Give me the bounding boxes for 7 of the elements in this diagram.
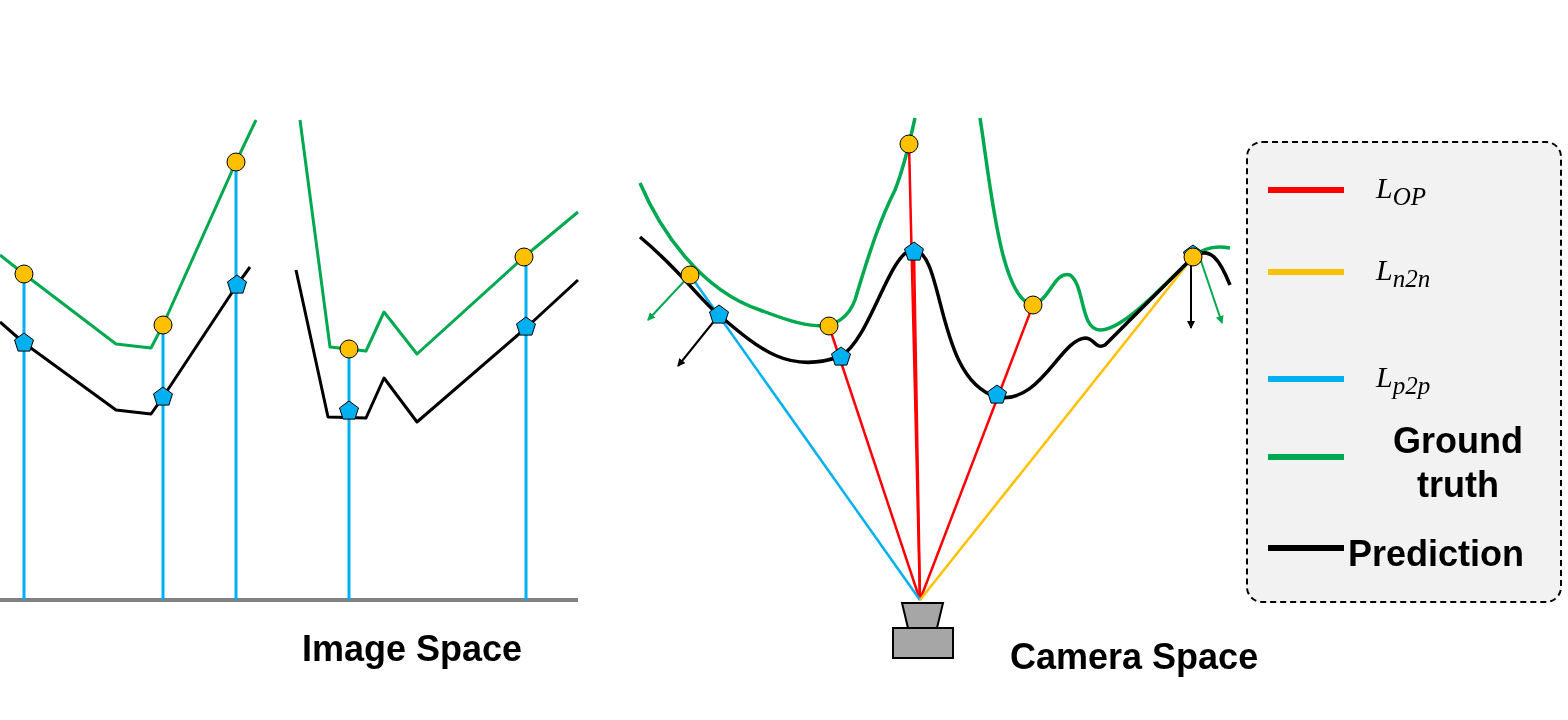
legend-label: Ground truth xyxy=(1392,419,1524,507)
legend-label: L$_{n2n}$ xyxy=(1376,253,1431,293)
panel-label: Camera Space xyxy=(1010,636,1259,678)
legend-label: Prediction xyxy=(1348,532,1525,576)
panel-label: Image Space xyxy=(302,628,523,670)
legend-label: L$_{p2p}$ xyxy=(1376,360,1431,400)
legend-label: L$_{OP}$ xyxy=(1376,171,1426,211)
